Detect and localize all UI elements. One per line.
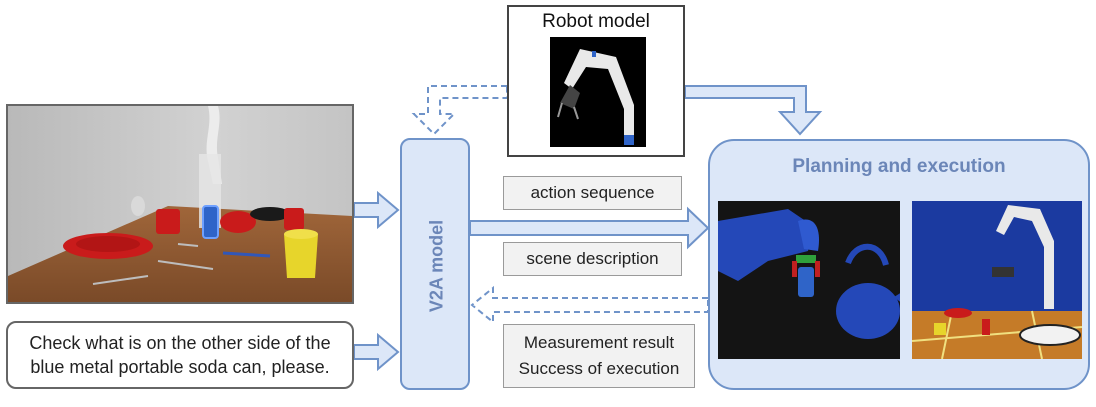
v2a-model-box: V2A model [400, 138, 470, 390]
feedback-box: Measurement result Success of execution [503, 324, 695, 388]
robot-model-title: Robot model [542, 11, 650, 32]
instruction-line-2: blue metal portable soda can, please. [30, 357, 330, 377]
action-sequence-label: action sequence [503, 176, 682, 210]
v2a-to-planning-arrow [469, 206, 710, 250]
measurement-result-label: Measurement result [523, 333, 675, 352]
instruction-line-1: Check what is on the other side of the [29, 333, 331, 353]
real-robot-view [912, 201, 1082, 359]
image-to-v2a-arrow [353, 190, 400, 230]
v2a-model-label: V2A model [426, 219, 447, 313]
robot-model-box: Robot model [507, 5, 685, 157]
robot-arm-image [550, 37, 646, 147]
planning-execution-panel: Planning and execution [708, 139, 1090, 390]
feedback-dashed-arrow [470, 285, 709, 325]
planning-execution-title: Planning and execution [792, 156, 1006, 177]
scene-description-label: scene description [503, 242, 682, 276]
tabletop-scene-illustration [8, 106, 352, 302]
robot-to-planning-arrow [684, 85, 823, 136]
success-of-execution-label: Success of execution [518, 359, 680, 378]
instruction-box: Check what is on the other side of the b… [6, 321, 354, 389]
instruction-to-v2a-arrow [353, 332, 400, 372]
robot-to-v2a-dashed-arrow [411, 85, 508, 136]
scene-image [6, 104, 354, 304]
simulation-view [718, 201, 900, 359]
